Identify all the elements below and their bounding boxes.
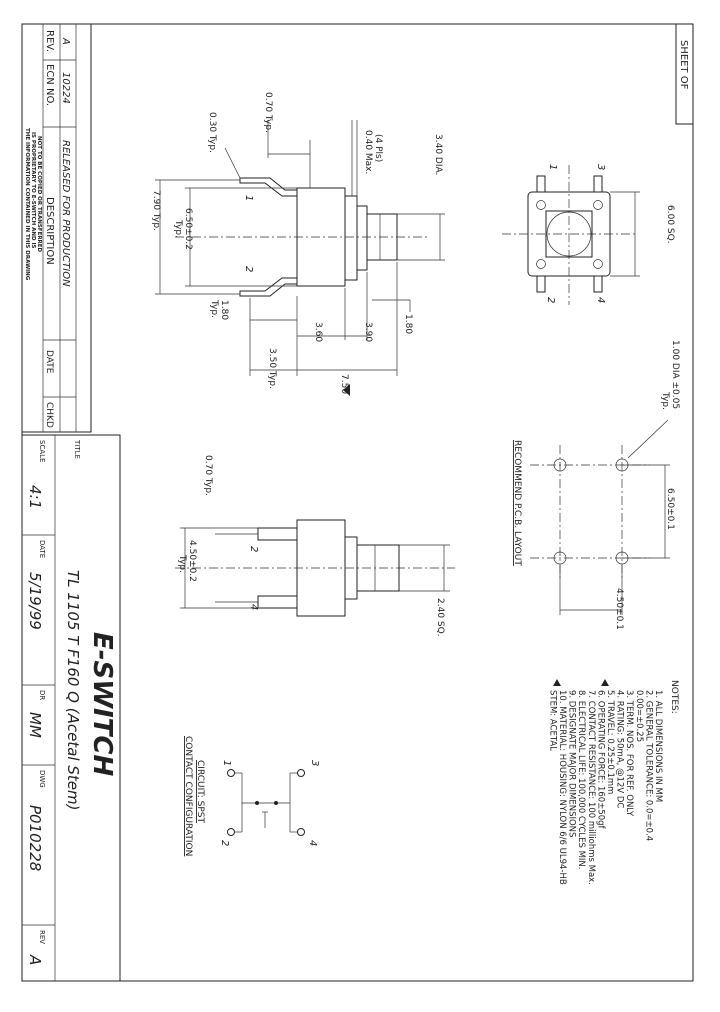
note-flag-icon <box>553 679 561 686</box>
pcb-dim-450: 4.50±0.1 <box>614 588 624 630</box>
front-dim-240: 2.40 SQ. <box>435 598 445 637</box>
circuit-t1: 1 <box>221 760 232 766</box>
pcb-title: RECOMMEND P.C.B. LAYOUT <box>512 440 522 566</box>
drawing-title: TL 1105 T F160 Q (Acetal Stem) <box>64 570 82 810</box>
ecn-header: ECN NO. <box>44 64 55 106</box>
top-view: 6.00 SQ. 1 3 2 4 <box>502 164 675 305</box>
dim-180r: 1.80 <box>403 314 413 334</box>
top-pin-1: 1 <box>547 164 558 170</box>
note-item: 6. OPERATING FORCE: 160±50gf <box>595 690 605 830</box>
note-flag-icon <box>601 679 609 686</box>
note-item: 4. RATING: 50mA, @12V DC <box>615 690 625 808</box>
pcb-layout: RECOMMEND P.C.B. LAYOUT 1.00 DIA ±0.05 T… <box>512 340 680 630</box>
title-block: TITLE TL 1105 T F160 Q (Acetal Stem) SCA… <box>21 434 121 982</box>
dim-650b: Typ. <box>173 219 183 238</box>
note-item: 5. TRAVEL: 0.25±0.1mm <box>605 690 615 794</box>
dim-650: 6.50±0.2 <box>183 208 193 250</box>
circuit-t3: 3 <box>309 760 320 766</box>
front-dim-450: 4.50±0.2 <box>187 540 197 582</box>
side-view: 0.70 Typ. 0.30 Typ. 0.40 Max. (4 Pls) 3.… <box>151 92 445 396</box>
top-pin-2: 2 <box>545 297 556 303</box>
dim-350: 3.50 Typ. <box>267 348 277 389</box>
dr-label: DR <box>38 690 46 700</box>
circuit-t2: 2 <box>219 840 230 846</box>
note-item: 1. ALL DIMENSIONS IN MM <box>653 690 663 802</box>
company-logo: E-SWITCH <box>87 632 117 776</box>
title-label: TITLE <box>73 439 81 459</box>
pcb-dim-650: 6.50±0.1 <box>665 488 675 530</box>
pcb-dim-100b: Typ. <box>660 391 670 410</box>
chkd-header: CHKD <box>44 402 54 428</box>
note-item: 3. TERM. NOS. FOR REF. ONLY <box>624 690 634 817</box>
dim-790: 7.90 Typ. <box>151 190 161 231</box>
circuit-diagram: CIRCUIT: SPST CONTACT CONFIGURATION 1 2 … <box>183 736 320 856</box>
rev-header: REV. <box>44 30 55 52</box>
note-item: 10. MATERIAL: HOUSING: NYLON 6/6 UL94-HB <box>557 690 567 885</box>
description-header: DESCRIPTION <box>44 197 55 265</box>
flag-750-icon <box>343 384 350 396</box>
dwg-label: DWG <box>38 770 46 788</box>
note-item: 9. DESIGNATE MAJOR DIMENSIONS <box>567 690 577 837</box>
rev-value: A <box>26 954 44 965</box>
rev-value: A <box>60 37 71 45</box>
dwg-value: P010228 <box>26 805 44 871</box>
dim-070: 0.70 Typ. <box>263 92 273 133</box>
notes: NOTES: 1. ALL DIMENSIONS IN MM2. GENERAL… <box>547 679 679 885</box>
rev-label: REV <box>38 930 46 944</box>
front-pin-4: 4 <box>248 604 259 610</box>
note-item: 7. CONTACT RESISTANCE: 100 milliohms Max… <box>586 690 596 885</box>
sheet-label: SHEET OF <box>678 40 689 90</box>
proprietary-line-1: THE INFORMATION CONTAINED IN THIS DRAWIN… <box>24 128 30 281</box>
circuit-title-2: CONTACT CONFIGURATION <box>183 736 193 856</box>
side-pin-1: 1 <box>243 195 254 201</box>
notes-heading: NOTES: <box>669 680 679 714</box>
front-dim-450b: Typ. <box>177 554 187 573</box>
dim-040: 0.40 Max. <box>363 130 373 174</box>
date-value: 5/19/99 <box>26 572 44 630</box>
description-value: RELEASED FOR PRODUCTION <box>60 140 71 287</box>
dim-180b: Typ. <box>209 299 219 318</box>
dim-180: 1.80 <box>219 300 229 320</box>
front-dim-070: 0.70 Typ. <box>203 455 213 496</box>
dr-value: MM <box>26 712 44 738</box>
notes-list: 1. ALL DIMENSIONS IN MM2. GENERAL TOLERA… <box>547 679 663 885</box>
circuit-title-1: CIRCUIT: SPST <box>195 760 205 824</box>
date-label: DATE <box>38 540 46 558</box>
dim-030: 0.30 Typ. <box>207 112 217 153</box>
note-item: 0.00=±0.25 <box>634 690 644 742</box>
note-item: STEM: ACETAL <box>547 690 557 751</box>
dim-390: 3.90 <box>363 322 373 342</box>
sheet-box: SHEET OF <box>675 23 694 125</box>
scale-label: SCALE <box>38 440 46 462</box>
front-pin-2: 2 <box>248 546 259 552</box>
pcb-dim-100: 1.00 DIA ±0.05 <box>670 340 680 409</box>
front-view: 0.70 Typ. 4.50±0.2 Typ. 2.40 SQ. 2 4 <box>175 455 455 637</box>
dim-600: 6.00 SQ. <box>665 205 675 244</box>
scale-value: 4:1 <box>26 485 44 509</box>
ecn-value: 10224 <box>60 72 71 104</box>
proprietary-line-2: IS PROPRIETARY TO E-SWITCH AND IS <box>30 132 36 248</box>
side-pin-2: 2 <box>243 266 254 272</box>
note-item: 2. GENERAL TOLERANCE: 0.0=±0.4 <box>643 690 653 841</box>
circuit-t4: 4 <box>307 840 318 846</box>
proprietary-line-3: NOT TO BE COPIED OR TRANSFERRED <box>36 136 42 253</box>
top-pin-3: 3 <box>595 164 606 170</box>
top-pin-4: 4 <box>595 297 606 303</box>
dim-340: 3.40 DIA. <box>433 134 443 175</box>
dim-040b: (4 Pls) <box>373 134 383 162</box>
date-header: DATE <box>44 350 54 374</box>
dim-360: 3.60 <box>313 322 323 342</box>
note-item: 8. ELECTRICAL LIFE: 100,000 CYCLES MIN. <box>576 690 586 870</box>
revision-block: REV. ECN NO. DESCRIPTION DATE CHKD A 102… <box>21 23 92 433</box>
dim-750: 7.50 <box>339 374 349 394</box>
